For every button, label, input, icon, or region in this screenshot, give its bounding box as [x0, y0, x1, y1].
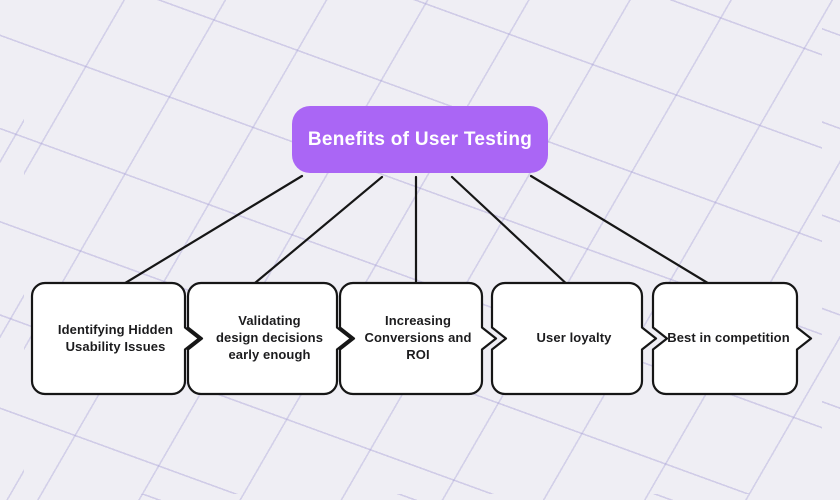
connector-line-1 — [115, 174, 304, 290]
connector-line-4 — [450, 175, 573, 290]
topic-node-shape-best-in-competition[interactable] — [651, 281, 813, 396]
topic-node-shape-user-loyalty[interactable] — [490, 281, 658, 396]
connector-line-5 — [529, 174, 718, 290]
topic-node-shape-usability-issues[interactable] — [30, 281, 201, 396]
connector-line-2 — [247, 175, 384, 290]
root-topic-node[interactable]: Benefits of User Testing — [292, 106, 548, 173]
connector-lines — [115, 174, 718, 290]
topic-node-shape-validating-design[interactable] — [186, 281, 353, 396]
root-topic-label: Benefits of User Testing — [307, 128, 533, 150]
topic-node-shapes — [30, 281, 813, 396]
topic-node-shape-conversions-roi[interactable] — [338, 281, 498, 396]
